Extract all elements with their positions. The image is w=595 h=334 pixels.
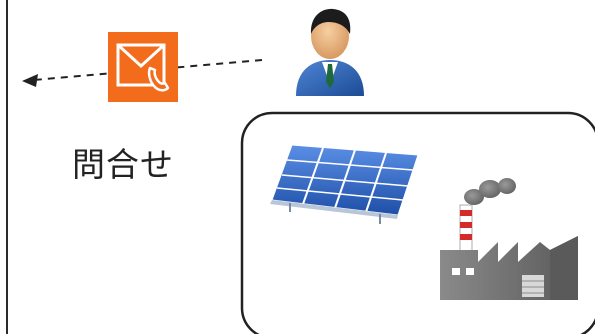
businessman-icon xyxy=(296,8,364,96)
factory-icon xyxy=(440,178,578,300)
inquiry-label: 問合せ xyxy=(72,145,174,184)
solar-panel-icon xyxy=(270,144,419,224)
left-border-line xyxy=(6,0,8,334)
arrow-head xyxy=(22,74,38,87)
mail-phone-icon xyxy=(108,32,178,102)
inquiry-arrow xyxy=(22,59,263,87)
